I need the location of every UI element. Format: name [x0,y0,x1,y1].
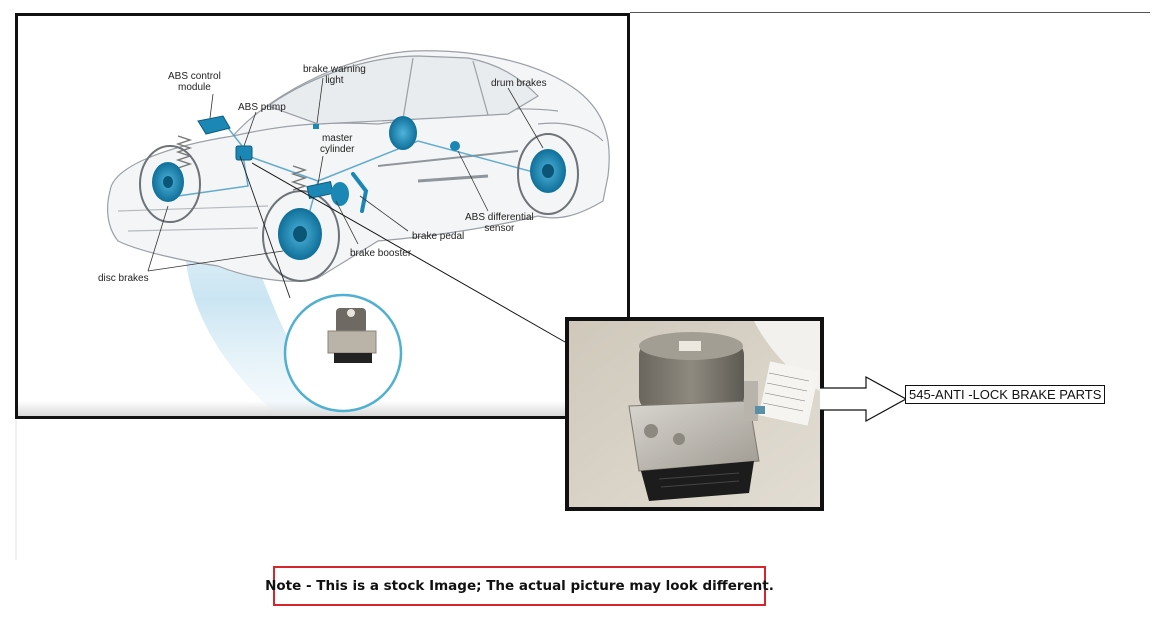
abs-control-module-shape [197,115,231,135]
drum-brake-units [389,116,566,193]
part-category-label: 545-ANTI -LOCK BRAKE PARTS [905,385,1106,404]
brake-system-diagram: ABS control module brake warning light A… [15,13,630,419]
disc-brake-rotors [152,162,322,260]
pointer-arrow [820,375,908,423]
stock-image-note: Note - This is a stock Image; The actual… [265,566,774,606]
callout-brake-booster: brake booster [350,248,412,259]
front-suspension [175,135,308,191]
callout-drum-brakes: drum brakes [491,78,547,89]
brake-pedal-shape [351,172,369,213]
callout-abs-pump: ABS pump [238,102,286,113]
callout-brake-warning-light: brake warning light [303,64,366,86]
abs-unit-photo [565,317,824,511]
callout-abs-differential-sensor: ABS differential sensor [465,212,534,234]
top-divider-line [630,12,1150,13]
master-cylinder-shape [306,181,334,199]
callout-disc-brakes: disc brakes [98,273,149,284]
callout-abs-control-module: ABS control module [168,71,221,93]
brake-warning-light-shape [313,124,319,129]
abs-unit-photo-drawing [569,321,820,507]
car-body [107,50,610,282]
callout-leaders [147,77,544,272]
brake-booster-shape [331,182,349,206]
wheels [139,133,579,282]
callout-master-cylinder: master cylinder [320,133,355,155]
abs-unit-inset [239,155,403,413]
callout-brake-pedal: brake pedal [412,231,465,242]
left-edge-strip [15,420,17,560]
differential-sensor-shape [450,141,460,151]
car-illustration [18,16,627,416]
stock-image-note-text: Note - This is a stock Image; The actual… [265,578,774,594]
